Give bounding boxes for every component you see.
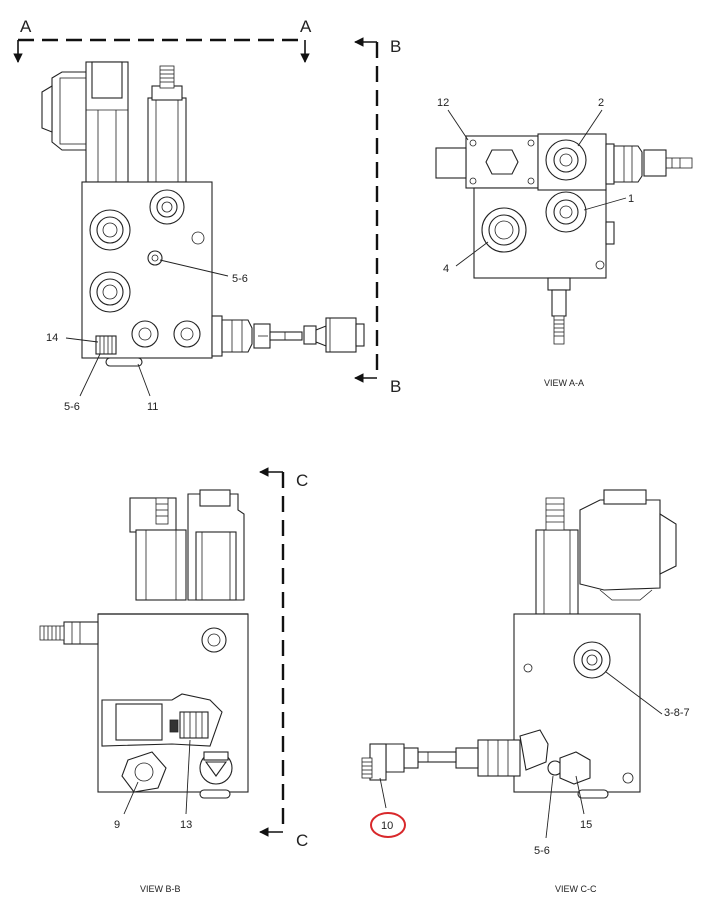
view-c-c-caption: VIEW C-C	[555, 884, 597, 894]
section-line-a-a: A A	[13, 17, 312, 63]
callout-5-6-port: 5-6	[232, 273, 248, 285]
section-mark-c-top: C	[296, 471, 308, 490]
callout-4: 4	[443, 263, 449, 275]
view-b-b: 9 13 VIEW B-B	[39, 489, 249, 894]
callout-5-6-plug: 5-6	[64, 401, 80, 413]
view-c-c: 3-8-7 10 5-6 15 VIEW C-C	[361, 489, 690, 894]
section-mark-b-top: B	[390, 37, 401, 56]
callout-10[interactable]: 10	[381, 820, 393, 832]
section-mark-c-bottom: C	[296, 831, 308, 850]
callout-14: 14	[46, 332, 58, 344]
section-line-c-c: C C	[259, 467, 308, 850]
callout-15: 15	[580, 819, 592, 831]
highlight-circle-callout-10	[370, 812, 406, 838]
section-mark-a-right: A	[300, 17, 312, 36]
view-a-a-caption: VIEW A-A	[544, 378, 584, 388]
callout-1: 1	[628, 193, 634, 205]
callout-2: 2	[598, 97, 604, 109]
callout-3-8-7: 3-8-7	[664, 707, 690, 719]
section-mark-a-left: A	[20, 17, 32, 36]
callout-12: 12	[437, 97, 449, 109]
view-a-a: 12 2 1 4 VIEW A-A	[435, 97, 693, 388]
callout-11: 11	[147, 401, 158, 413]
callout-13: 13	[180, 819, 192, 831]
section-line-b-b: B B	[354, 37, 401, 396]
callout-9: 9	[114, 819, 120, 831]
section-mark-b-bottom: B	[390, 377, 401, 396]
callout-5-6: 5-6	[534, 845, 550, 857]
view-b-b-caption: VIEW B-B	[140, 884, 181, 894]
main-view: 5-6 14 5-6 11	[41, 61, 365, 413]
